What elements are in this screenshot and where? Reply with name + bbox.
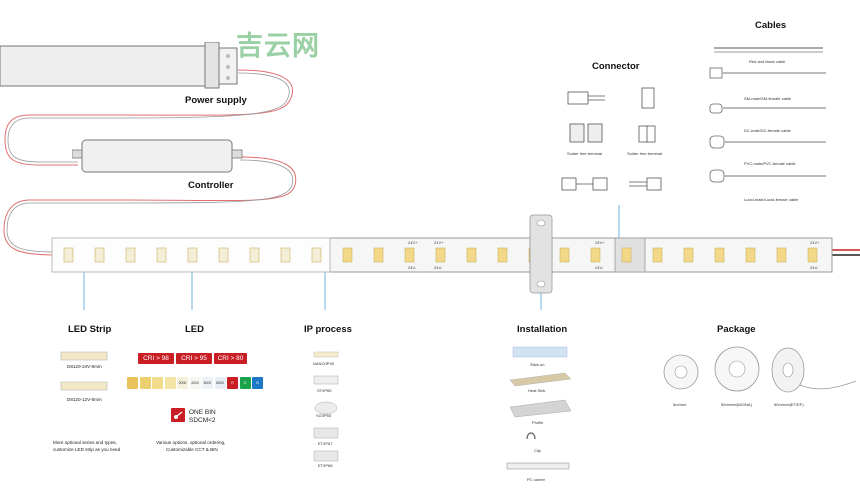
package-title: Package: [717, 324, 756, 335]
one-bin-label: ONE BIN: [189, 409, 216, 416]
led-chip: [125, 247, 136, 263]
svg-text:24V+: 24V+: [810, 240, 820, 245]
led-chip: [776, 247, 787, 263]
installation-label-4: Clip: [534, 448, 541, 453]
controller-label: Controller: [188, 180, 234, 191]
cable-label-3: DC-male/DC-female cable: [744, 128, 791, 133]
package-label-2: 50m/reel(NG/NA): [721, 402, 752, 407]
bin-swatch: 4000: [189, 377, 201, 389]
svg-text:24V+: 24V+: [434, 240, 444, 245]
led-note-1: Various options, optional ordering,: [156, 440, 226, 445]
led-chip: [311, 247, 322, 263]
led-chip: [249, 247, 260, 263]
led-chip: [373, 247, 384, 263]
cable-label-1: Red and black cable: [749, 59, 786, 64]
led-strip-image: 24V+ 24V- 24V+ 24V- 24V+ 24V- 24V+ 24V-: [51, 236, 833, 276]
sdcm-label: SDCM<2: [189, 417, 216, 424]
strip-note-1: More optional series and types,: [53, 440, 117, 445]
ip-process-title: IP process: [304, 324, 352, 335]
bin-swatch: [127, 377, 138, 389]
cri-badge-95: CRI > 95: [176, 353, 212, 364]
installation-label-5: PC carrier: [527, 477, 546, 482]
installation-label-1: Stick-on: [530, 362, 545, 367]
led-chip: [807, 247, 818, 263]
led-note-2: Customizable CCT & BIN: [166, 447, 218, 452]
ip-sample-images: [313, 351, 339, 462]
ip-label-3: SG/IP55: [316, 413, 332, 418]
led-chip: [342, 247, 353, 263]
led-chip: [466, 247, 477, 263]
installation-label-2: Heat Sink: [528, 388, 546, 393]
connector-images: [561, 87, 662, 191]
svg-text:24V-: 24V-: [595, 265, 604, 270]
power-supply-label: Power supply: [185, 95, 247, 106]
installation-title: Installation: [517, 324, 568, 335]
led-chip: [404, 247, 415, 263]
svg-text:24V-: 24V-: [810, 265, 819, 270]
led-chip: [187, 247, 198, 263]
led-title: LED: [185, 324, 204, 335]
bin-swatch: [164, 377, 176, 389]
led-chip: [94, 247, 105, 263]
bin-swatch: 2000: [177, 377, 188, 389]
connector-label-left: Solder free terminal: [567, 151, 602, 156]
bin-swatch: B: [252, 377, 263, 389]
cable-label-5: Lucid-male/Lucid-female cable: [744, 197, 799, 202]
strip-note-2: customize LED strip as you need: [53, 447, 121, 452]
bin-icon: [171, 408, 185, 422]
led-chip: [218, 247, 229, 263]
ip-label-2: ST/IP65: [317, 388, 332, 393]
ip-label-1: NANO/IP45: [313, 361, 334, 366]
cable-label-4: PVC-male/PVC-female cable: [744, 161, 796, 166]
led-chip: [156, 247, 167, 263]
led-chip: [590, 247, 601, 263]
svg-text:24V-: 24V-: [434, 265, 443, 270]
ip-label-5: ET/IP68: [318, 463, 333, 468]
bin-swatch: [152, 377, 163, 389]
cri-badge-98: CRI > 98: [138, 353, 174, 364]
installation-label-3: Profile: [532, 420, 544, 425]
strip-mark-plus: 24V+: [408, 240, 418, 245]
strip-mark-minus: 24V-: [408, 265, 417, 270]
bin-swatch: 6500: [214, 377, 226, 389]
bin-swatch: [139, 377, 151, 389]
package-label-1: 5m/reel: [673, 402, 687, 407]
led-chip: [559, 247, 570, 263]
controller-image: [72, 139, 243, 173]
led-chip: [280, 247, 291, 263]
led-chip: [652, 247, 663, 263]
led-chip: [63, 247, 74, 263]
strip-item-2: D8120-12V-8mm: [67, 397, 102, 402]
led-chip: [714, 247, 725, 263]
strip-item-1: D8120-24V-8mm: [67, 364, 102, 369]
cri-badge-80: CRI > 80: [214, 353, 247, 364]
power-supply-image: [0, 42, 238, 89]
led-strip-title: LED Strip: [68, 324, 112, 335]
led-chip: [497, 247, 508, 263]
bin-swatch: G: [239, 377, 251, 389]
led-chip: [621, 247, 632, 263]
strip-sample-images: [60, 351, 108, 391]
connector-label-right: Solder free terminal: [627, 151, 662, 156]
package-images: [663, 346, 857, 393]
installation-images: [506, 346, 572, 470]
bin-swatch: 5000: [202, 377, 213, 389]
led-chip: [683, 247, 694, 263]
bin-swatch: R: [227, 377, 238, 389]
ip-label-4: ET/IP67: [318, 441, 333, 446]
svg-text:24V+: 24V+: [595, 240, 605, 245]
led-chip: [435, 247, 446, 263]
cable-label-2: SM-male/SM-female cable: [744, 96, 792, 101]
installation-bracket: [529, 214, 553, 294]
cables-images: [709, 47, 826, 183]
connector-title: Connector: [592, 61, 640, 72]
package-label-3: 50m/reel(ET/EF): [774, 402, 804, 407]
watermark: 吉云网: [236, 31, 320, 62]
led-chip: [745, 247, 756, 263]
cables-title: Cables: [755, 20, 787, 31]
